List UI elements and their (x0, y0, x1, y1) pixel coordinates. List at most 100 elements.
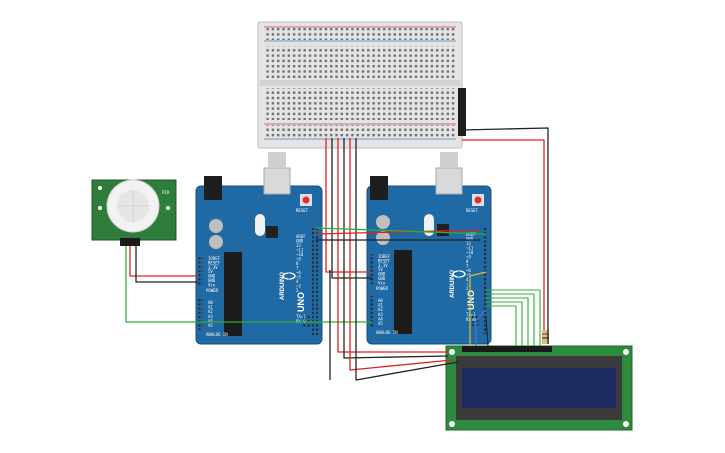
usb-port (435, 167, 463, 195)
wire-pir-vcc[interactable] (129, 246, 198, 277)
pin-label-5v: 5V (208, 269, 213, 274)
pin-label-4: 4 (466, 277, 469, 282)
wire-bb-black-2[interactable] (343, 138, 449, 359)
wire-lcd-d5[interactable] (486, 305, 517, 346)
microcontroller-chip (224, 252, 242, 336)
wire-link-green[interactable] (315, 227, 487, 235)
wire-lcd-en[interactable] (475, 309, 487, 346)
pin-label-vin: Vin (378, 280, 386, 285)
pin-label-3: ~3 (296, 284, 301, 289)
lcd-16x2[interactable] (445, 345, 633, 431)
wire-bb-red-3[interactable] (349, 138, 453, 371)
pin-label-3v3: 3.3V (208, 265, 218, 270)
wire-lcd-d4[interactable] (486, 301, 523, 346)
pin-label-a2: A2 (378, 307, 383, 312)
pin-label-reset: RESET (378, 258, 391, 263)
wire-lcd-d1[interactable] (486, 289, 541, 346)
usb-port (263, 167, 291, 195)
digital-header[interactable] (312, 228, 318, 336)
wire-lcd-rs[interactable] (469, 271, 487, 346)
pin-label-4: 4 (296, 279, 299, 284)
pin-label-10: ~10 (466, 250, 474, 255)
pin-label-7: 7 (296, 266, 299, 271)
arduino-logo-text: ARDUINO (280, 272, 286, 300)
power-jack (204, 176, 222, 200)
pin-label-6: ~6 (466, 268, 471, 273)
pin-label-gnd: GND (208, 274, 216, 279)
lcd-pin-header[interactable] (462, 346, 552, 352)
wire-bb-red-2[interactable] (337, 138, 448, 353)
pin-label-gnd: GND (378, 272, 386, 277)
header-label-power: POWER (376, 286, 389, 291)
pin-label-gnd2: GND (378, 276, 386, 281)
pin-label-a1: A1 (378, 303, 383, 308)
pin-label-aref: AREF (466, 232, 476, 237)
pir-side-label: PIR (162, 190, 170, 195)
pin-label-11: ~11 (296, 248, 304, 253)
pin-label-a4: A4 (208, 318, 213, 323)
pin-label-a0: A0 (208, 300, 213, 305)
board-model-text: UNO (466, 290, 476, 310)
pir-motion-sensor[interactable]: PIR (91, 179, 177, 246)
wire-pir-out[interactable] (125, 246, 372, 323)
pin-label-9: ~9 (296, 257, 301, 262)
wire-lcd-d2[interactable] (486, 293, 535, 346)
lcd-screen (462, 368, 616, 408)
wire-bb-black-1[interactable] (331, 138, 372, 279)
reset-label: RESET (296, 208, 309, 213)
power-header[interactable] (369, 254, 374, 284)
wire-bb-red-1[interactable] (325, 138, 372, 273)
pin-label-tx: TX▸1 (296, 314, 306, 319)
pin-label-aref: AREF (296, 234, 306, 239)
pin-label-7: 7 (466, 264, 469, 269)
pin-label-vin: Vin (208, 282, 216, 287)
board-model-text: UNO (296, 292, 306, 312)
pin-label-3v3: 3.3V (378, 263, 388, 268)
pin-label-a4: A4 (378, 316, 383, 321)
power-header[interactable] (198, 256, 203, 286)
pin-label-reset: RESET (208, 260, 221, 265)
pin-label-rx: RX◂0 (466, 317, 476, 322)
pin-label-a0: A0 (378, 298, 383, 303)
header-label-analog: ANALOG IN (206, 332, 228, 337)
pin-label-a5: A5 (378, 321, 383, 326)
wire-bb-black-3[interactable] (355, 138, 459, 381)
wire-lcd-gnd[interactable] (485, 315, 489, 347)
pin-label-5: ~5 (466, 273, 471, 278)
pin-label-3: ~3 (466, 282, 471, 287)
pin-label-dgnd: GND (296, 239, 304, 244)
pin-label-5v: 5V (378, 267, 383, 272)
pin-label-6: ~6 (296, 270, 301, 275)
power-jack (370, 176, 388, 200)
arduino-uno-right[interactable]: ARDUINO UNO IOREF RESET 3.3V 5V GND GND … (366, 152, 492, 345)
wire-rail-red[interactable] (462, 139, 545, 330)
pin-label-5: ~5 (296, 275, 301, 280)
digital-header[interactable] (482, 226, 488, 334)
pin-label-gnd2: GND (208, 278, 216, 283)
pin-label-13: 13 (296, 243, 301, 248)
arduino-uno-left[interactable]: ARDUINO UNO IOREF RESET 3.3V 5V GND GND … (195, 152, 323, 345)
pin-label-tx: TX▸1 (466, 312, 476, 317)
arduino-logo-text: ARDUINO (450, 270, 456, 298)
pin-label-a2: A2 (208, 309, 213, 314)
wire-rail-black[interactable] (461, 127, 549, 344)
breadboard[interactable] (257, 21, 466, 149)
pin-label-8: 8 (296, 261, 299, 266)
pin-label-a3: A3 (378, 312, 383, 317)
wires (125, 127, 549, 381)
microcontroller-chip (394, 250, 412, 334)
analog-header[interactable] (369, 296, 374, 328)
header-label-analog: ANALOG IN (376, 330, 398, 335)
wire-lcd-d3[interactable] (486, 297, 529, 346)
pin-label-13: 13 (466, 241, 471, 246)
pin-label-ioref: IOREF (208, 256, 221, 261)
pin-label-dgnd: GND (466, 237, 474, 242)
pin-label-11: ~11 (466, 246, 474, 251)
pin-label-9: ~9 (466, 255, 471, 260)
wire-pir-gnd[interactable] (135, 246, 198, 283)
analog-header[interactable] (198, 298, 203, 330)
wire-link-red[interactable] (315, 229, 481, 235)
pin-label-2: 2 (296, 288, 299, 293)
pin-label-a3: A3 (208, 314, 213, 319)
